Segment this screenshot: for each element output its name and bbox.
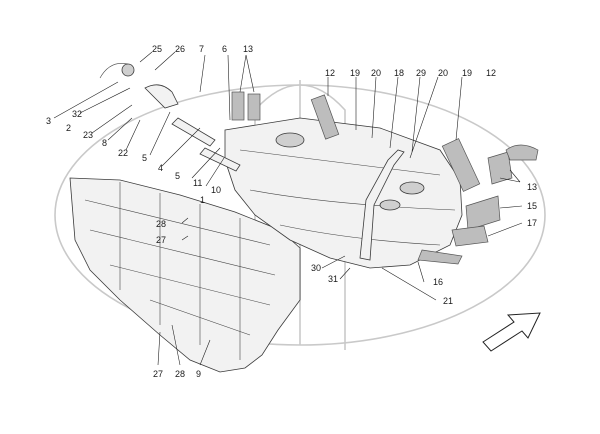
callout-12-right: 12 [486,68,496,78]
pad-15 [465,195,501,231]
callout-16: 16 [433,277,443,287]
callout-27-upper: 27 [156,235,166,245]
callout-5-lower: 5 [175,171,180,181]
callout-11: 11 [193,178,202,188]
tank-strap [359,149,405,261]
callout-29: 29 [416,68,426,78]
callout-9: 9 [196,369,201,379]
pad-13-b [247,93,261,121]
callout-8: 8 [102,138,107,148]
callout-12-left: 12 [325,68,335,78]
callout-28-upper: 28 [156,219,166,229]
callout-27-lower: 27 [153,369,163,379]
callout-20-right: 20 [438,68,448,78]
callout-15: 15 [527,201,537,211]
callout-13-top: 13 [243,44,253,54]
pad-17 [451,225,489,247]
callout-17: 17 [527,218,537,228]
callout-22: 22 [118,148,128,158]
tank-cap [399,181,425,195]
callout-30: 30 [311,263,321,273]
pad-16 [417,249,463,265]
callout-26: 26 [175,44,185,54]
filler-neck-opening [275,132,305,148]
callout-23: 23 [83,130,93,140]
callout-28-lower: 28 [175,369,185,379]
callout-18: 18 [394,68,404,78]
callout-5-upper: 5 [142,153,147,163]
callout-32: 32 [72,109,82,119]
callout-3: 3 [46,116,51,126]
callout-7: 7 [199,44,204,54]
pad-13-c [487,151,513,185]
fuel-tank [224,117,463,269]
pad-12-left [310,94,340,140]
callout-1: 1 [200,195,205,205]
callout-10: 10 [211,185,221,195]
callout-13-right: 13 [527,182,537,192]
pad-13-d [505,144,539,161]
callout-19-right: 19 [462,68,472,78]
callout-19-left: 19 [350,68,360,78]
callout-21: 21 [443,296,453,306]
front-direction-arrow [482,312,541,352]
filler-parts [99,63,241,172]
callout-labels: 25 26 7 6 13 12 19 20 18 29 20 19 12 3 3… [46,44,537,379]
underbody-shield [69,177,301,373]
callout-6: 6 [222,44,227,54]
callout-20-left: 20 [371,68,381,78]
callout-31: 31 [328,274,338,284]
callout-25: 25 [152,44,162,54]
sender-unit [379,199,401,211]
callout-4: 4 [158,163,163,173]
pad-12-right [441,138,481,192]
leader-lines [53,51,523,366]
callout-2: 2 [66,123,71,133]
pad-13-a [231,91,245,121]
